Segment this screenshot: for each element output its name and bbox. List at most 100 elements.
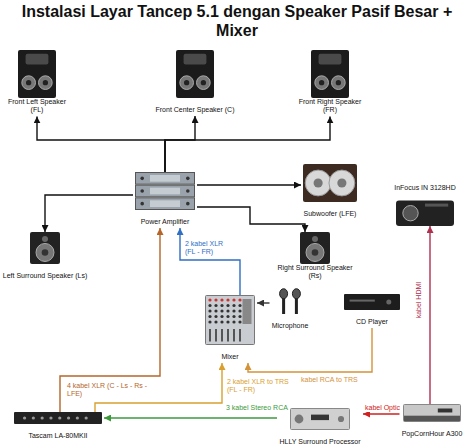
mixer-knob: [232, 315, 235, 318]
player-body: [344, 294, 400, 310]
processor-knob: [23, 416, 26, 419]
device-label: Tascam LA-80MKII: [28, 432, 87, 440]
device-label: Front Center Speaker (C): [156, 106, 235, 114]
processor-knob: [49, 416, 52, 419]
mixer-knob: [208, 315, 211, 318]
device-icon: [30, 232, 60, 264]
mixer-fader: [209, 329, 211, 342]
device-node: Right Surround Speaker (Rs): [268, 232, 362, 282]
amplifier-panel: [150, 175, 180, 182]
speaker-cap: [319, 80, 324, 85]
speaker-woofer: [180, 76, 194, 90]
mixer-fader: [221, 329, 223, 342]
mixer-knob: [214, 320, 217, 323]
speaker-woofer: [332, 76, 346, 90]
receiver-knob: [338, 416, 344, 422]
connector: [45, 195, 133, 232]
connector: [248, 328, 372, 372]
player-front: [404, 416, 460, 421]
device-node: HLLY Surround Processor: [277, 408, 363, 444]
cable-label: kabel RCA to TRS: [300, 376, 359, 384]
player-display: [438, 409, 453, 413]
receiver-body: [291, 409, 350, 430]
mixer-knob: [238, 315, 241, 318]
connector: [197, 184, 301, 185]
speaker-cap: [43, 80, 48, 85]
connector: [257, 302, 270, 303]
processor-knob: [85, 416, 88, 419]
cable-label: 3 kabel Stereo RCA: [225, 404, 289, 412]
processor-knob: [67, 416, 70, 419]
device-label: Mixer: [221, 353, 238, 361]
mixer-knob: [238, 309, 241, 312]
speaker-cap: [201, 80, 206, 85]
mixer-knob: [208, 320, 211, 323]
device-node: Front Right Speaker (FR): [289, 50, 371, 116]
speaker-horn: [184, 54, 207, 65]
speaker-cabinet: [311, 50, 349, 98]
subwoofer-cap: [337, 178, 346, 187]
device-label: Front Right Speaker (FR): [291, 98, 369, 115]
speaker-woofer: [39, 76, 53, 90]
device-label: Subwoofer (LFE): [304, 210, 357, 218]
subwoofer-cone: [305, 170, 331, 196]
amplifier-knob: [140, 189, 144, 193]
speaker-cabinet: [176, 50, 214, 98]
mixer-fader: [239, 329, 241, 342]
speaker-cabinet: [300, 232, 330, 264]
device-node: CD Player: [342, 294, 402, 328]
mixer-knob: [220, 320, 223, 323]
connector: [165, 116, 330, 172]
amplifier-unit: [136, 173, 195, 185]
amplifier-knob: [186, 202, 190, 206]
speaker-horn: [319, 54, 342, 65]
mixer-knob: [232, 320, 235, 323]
device-label: Left Surround Speaker (Ls): [3, 272, 87, 280]
mixer-knob: [214, 309, 217, 312]
device-node: Tascam LA-80MKII: [12, 412, 104, 442]
device-node: Front Left Speaker (FL): [0, 50, 75, 116]
speaker-cap: [184, 80, 189, 85]
mixer-knob: [238, 304, 241, 307]
mixer-knob: [214, 298, 217, 301]
mixer-master: [243, 299, 252, 324]
projector-body: [396, 200, 454, 226]
device-icon: [205, 295, 255, 345]
device-label: InFocus IN 3128HD: [394, 184, 455, 192]
amplifier-knob: [186, 177, 190, 181]
device-icon: [135, 172, 195, 210]
player-body: [404, 405, 461, 422]
device-icon: [18, 50, 56, 98]
speaker-cap: [312, 249, 319, 256]
microphone-head: [280, 289, 288, 299]
mixer-knob: [214, 304, 217, 307]
subwoofer-cabinet: [303, 164, 357, 202]
speaker-horn: [26, 54, 49, 65]
mixer-fader: [227, 329, 229, 342]
mixer-knob: [220, 309, 223, 312]
cable-label: 2 kabel XLR to TRS (FL - FR): [226, 378, 290, 394]
processor-knob: [32, 416, 35, 419]
mixer-knob: [226, 320, 229, 323]
amplifier-knob: [140, 202, 144, 206]
device-label: Power Amplifier: [141, 218, 190, 226]
processor-knob: [76, 416, 79, 419]
device-label: Front Left Speaker (FL): [1, 98, 73, 115]
mixer-knob: [226, 315, 229, 318]
device-icon: [300, 232, 330, 264]
microphone-handle: [295, 297, 298, 314]
mixer-knob: [220, 304, 223, 307]
device-icon: [14, 412, 102, 424]
connector: [104, 417, 277, 418]
device-node: InFocus IN 3128HD: [392, 176, 458, 226]
mixer-knob: [208, 309, 211, 312]
device-icon: [274, 288, 306, 314]
device-node: Left Surround Speaker (Ls): [1, 232, 90, 282]
device-node: Mixer: [203, 295, 257, 363]
device-node: Microphone: [270, 288, 311, 332]
speaker-cabinet: [18, 50, 56, 98]
processor-body: [14, 412, 102, 424]
player-knob: [386, 300, 391, 305]
mixer-fader: [215, 329, 217, 342]
